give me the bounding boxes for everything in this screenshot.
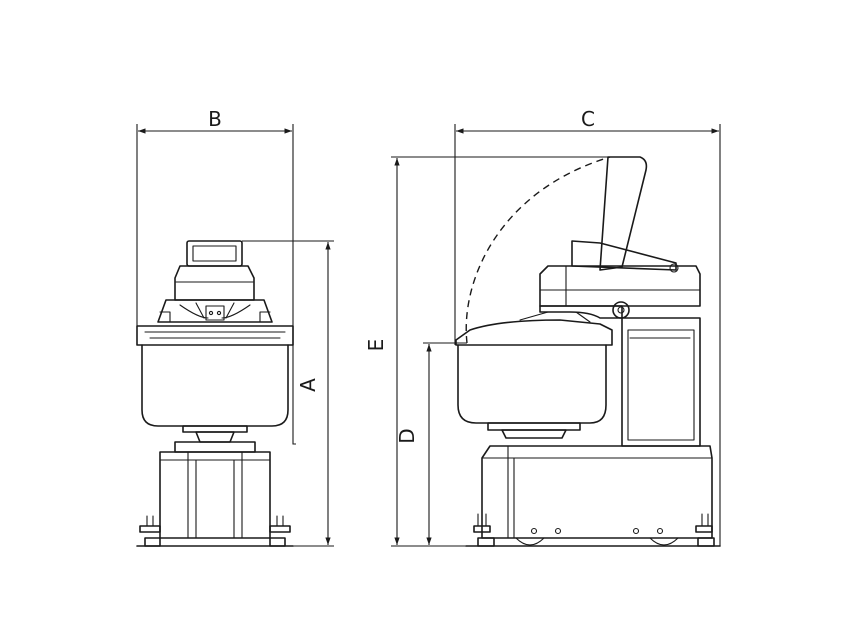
front-view xyxy=(136,240,294,547)
dimension-label-c: C xyxy=(581,107,595,131)
dimension-label-b: B xyxy=(208,107,222,131)
dimension-label-a: A xyxy=(296,378,320,392)
front-dimensions xyxy=(136,124,334,547)
side-view xyxy=(455,156,721,547)
dimension-label-d: D xyxy=(395,428,419,443)
side-dimensions xyxy=(391,124,721,547)
dimension-label-e: E xyxy=(364,339,388,352)
